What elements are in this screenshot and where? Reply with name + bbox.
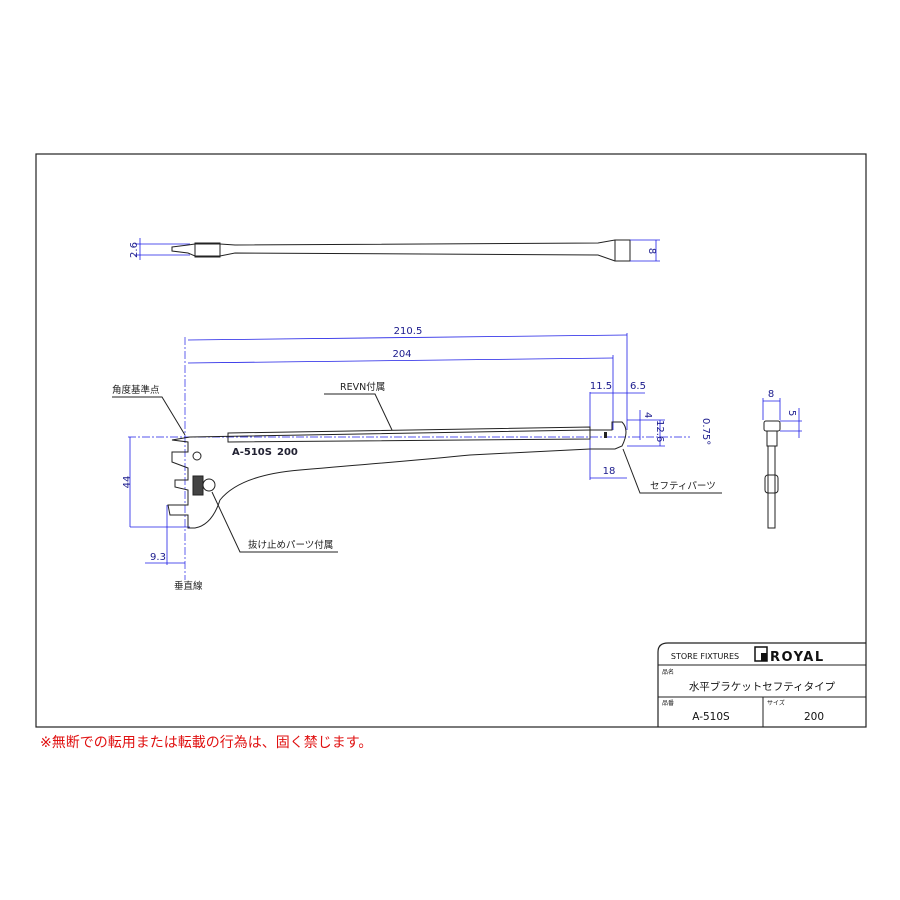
drawing-frame — [35, 153, 867, 728]
size-value: 200 — [804, 711, 824, 723]
label-angle-reference: 角度基準点 — [112, 384, 160, 396]
name-label: 品名 — [662, 668, 674, 676]
dim-204: 204 — [392, 349, 411, 360]
end-view: 8 5 — [762, 389, 802, 529]
stamp-size: 200 — [277, 447, 298, 458]
product-name: 水平ブラケットセフティタイプ — [689, 680, 836, 693]
dim-end-height: 5 — [786, 410, 797, 416]
part-number: A-510S — [692, 711, 730, 723]
dim-end-width: 8 — [768, 389, 774, 400]
dim-4: 4 — [642, 412, 653, 418]
title-block: STORE FIXTURES ROYAL 品名 水平ブラケットセフティタイプ 品… — [657, 642, 866, 727]
part-number-label: 品番 — [662, 700, 674, 707]
dim-44: 44 — [122, 476, 133, 489]
brand-name: ROYAL — [770, 650, 825, 665]
top-view: 2.6 8 — [129, 238, 660, 262]
dim-210-5: 210.5 — [394, 326, 423, 337]
dim-12-6: 12.6 — [654, 420, 665, 442]
dim-18: 18 — [603, 466, 616, 477]
label-safety-parts: セフティパーツ — [650, 481, 716, 492]
dim-top-right: 8 — [646, 248, 657, 254]
label-revn: REVN付属 — [340, 382, 385, 393]
dim-6-5: 6.5 — [630, 381, 646, 392]
stamp-model: A-510S — [232, 447, 272, 458]
dim-angle: 0.75° — [700, 418, 711, 445]
size-label: サイズ — [767, 699, 785, 707]
side-view: 210.5 204 11.5 6.5 18 4 12.6 0.75° 44 9.… — [112, 326, 722, 592]
dim-top-left: 2.6 — [129, 242, 140, 258]
label-vertical-line: 垂直線 — [174, 580, 203, 592]
dim-9-3: 9.3 — [150, 552, 166, 563]
label-stopper-parts: 抜け止めパーツ付属 — [248, 539, 333, 551]
dim-11-5: 11.5 — [590, 381, 612, 392]
copyright-notice: ※無断での転用または転載の行為は、固く禁じます。 — [40, 735, 373, 751]
company-tag: STORE FIXTURES — [671, 652, 739, 661]
